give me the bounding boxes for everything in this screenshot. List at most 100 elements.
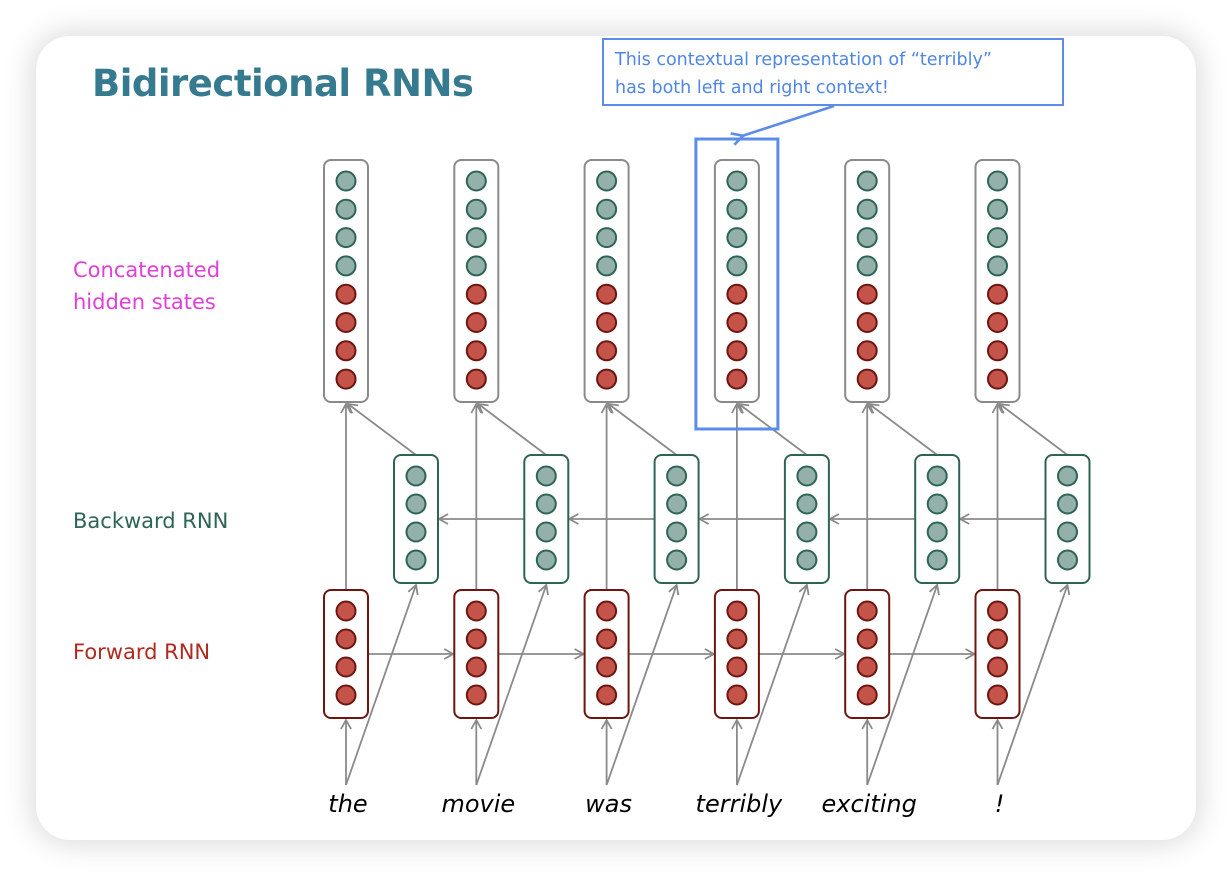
backward-unit <box>926 465 948 487</box>
forward-rnn-box <box>974 589 1021 719</box>
concat-forward-unit <box>465 340 487 362</box>
input-to-backward-arrow <box>866 583 940 786</box>
backward-unit <box>1057 549 1078 571</box>
callout-box: This contextual representation of “terri… <box>602 38 1064 106</box>
concat-forward-unit <box>726 312 748 333</box>
concat-backward-unit <box>596 255 618 277</box>
forward-unit <box>987 600 1008 622</box>
label-backward-rnn: Backward RNN <box>73 509 229 533</box>
input-word: was <box>585 790 633 818</box>
concat-backward-unit <box>335 170 357 192</box>
forward-rnn-box <box>453 589 500 719</box>
backward-unit <box>666 521 688 543</box>
backward-unit <box>796 465 818 487</box>
forward-unit <box>987 656 1008 678</box>
forward-unit <box>726 684 748 706</box>
callout-pointer-arrow <box>742 104 835 136</box>
forward-unit <box>726 600 748 622</box>
concat-hidden-state-box <box>713 159 760 403</box>
concat-forward-unit <box>856 312 878 333</box>
forward-rnn-box <box>713 589 760 719</box>
concat-forward-unit <box>726 340 748 362</box>
input-to-backward-arrow <box>736 583 810 786</box>
concat-backward-unit <box>987 227 1008 249</box>
boxes-layer <box>323 159 1091 719</box>
concat-backward-unit <box>465 198 487 220</box>
backward-to-concat-arrow <box>998 402 1069 456</box>
concat-backward-unit <box>335 255 357 277</box>
backward-to-concat-arrow <box>607 402 678 456</box>
concat-backward-unit <box>465 227 487 249</box>
forward-unit <box>856 684 878 706</box>
concat-hidden-state-box <box>974 159 1021 403</box>
concat-backward-unit <box>726 255 748 277</box>
concat-backward-unit <box>987 170 1008 192</box>
forward-unit <box>987 684 1008 706</box>
backward-unit <box>666 465 688 487</box>
concat-backward-unit <box>856 198 878 220</box>
backward-unit <box>666 549 688 571</box>
backward-unit <box>1057 521 1078 543</box>
backward-unit <box>405 465 427 487</box>
forward-unit <box>335 600 357 622</box>
input-word: exciting <box>821 790 917 818</box>
callout-line-1: This contextual representation of “terri… <box>615 50 992 70</box>
concat-forward-unit <box>726 283 748 305</box>
forward-unit <box>726 628 748 650</box>
concat-forward-unit <box>596 283 618 305</box>
concat-forward-unit <box>596 340 618 362</box>
concat-forward-unit <box>987 312 1008 333</box>
concat-forward-unit <box>856 283 878 305</box>
input-to-backward-arrow <box>605 583 680 786</box>
concat-forward-unit <box>335 312 357 333</box>
backward-rnn-box <box>783 454 830 584</box>
concat-backward-unit <box>856 227 878 249</box>
concat-backward-unit <box>335 227 357 249</box>
input-to-backward-arrow <box>996 583 1071 786</box>
concat-hidden-state-box <box>453 159 500 403</box>
concat-backward-unit <box>726 227 748 249</box>
concat-forward-unit <box>987 340 1008 362</box>
concat-forward-unit <box>335 368 357 390</box>
backward-unit <box>796 493 818 515</box>
backward-to-concat-arrow <box>346 402 417 456</box>
concat-forward-unit <box>465 312 487 333</box>
input-to-backward-arrow <box>345 583 419 786</box>
concat-forward-unit <box>465 368 487 390</box>
forward-unit <box>465 684 487 706</box>
backward-rnn-box <box>914 454 961 584</box>
concat-forward-unit <box>987 368 1008 390</box>
label-concatenated-line-2: hidden states <box>73 290 216 314</box>
concat-backward-unit <box>987 198 1008 220</box>
input-word: ! <box>994 790 1005 818</box>
backward-unit <box>405 549 427 571</box>
concat-forward-unit <box>596 368 618 390</box>
concat-forward-unit <box>465 283 487 305</box>
forward-rnn-box <box>844 589 891 719</box>
concat-backward-unit <box>856 255 878 277</box>
backward-rnn-box <box>1044 454 1091 584</box>
concat-hidden-state-box <box>323 159 369 403</box>
backward-unit <box>796 549 818 571</box>
slide-title: Bidirectional RNNs <box>92 62 474 105</box>
backward-unit <box>926 521 948 543</box>
forward-unit <box>335 684 357 706</box>
input-word: movie <box>441 790 516 818</box>
concat-forward-unit <box>596 312 618 333</box>
backward-unit <box>405 521 427 543</box>
highlight-layer <box>694 104 835 431</box>
backward-unit <box>535 521 557 543</box>
forward-unit <box>596 656 618 678</box>
forward-unit <box>465 656 487 678</box>
concat-backward-unit <box>856 170 878 192</box>
backward-rnn-box <box>523 454 570 584</box>
concat-forward-unit <box>856 368 878 390</box>
backward-unit <box>535 465 557 487</box>
concat-backward-unit <box>726 170 748 192</box>
concat-forward-unit <box>335 340 357 362</box>
label-forward-rnn: Forward RNN <box>73 640 211 664</box>
concat-backward-unit <box>987 255 1008 277</box>
concat-forward-unit <box>335 283 357 305</box>
backward-unit <box>666 493 688 515</box>
